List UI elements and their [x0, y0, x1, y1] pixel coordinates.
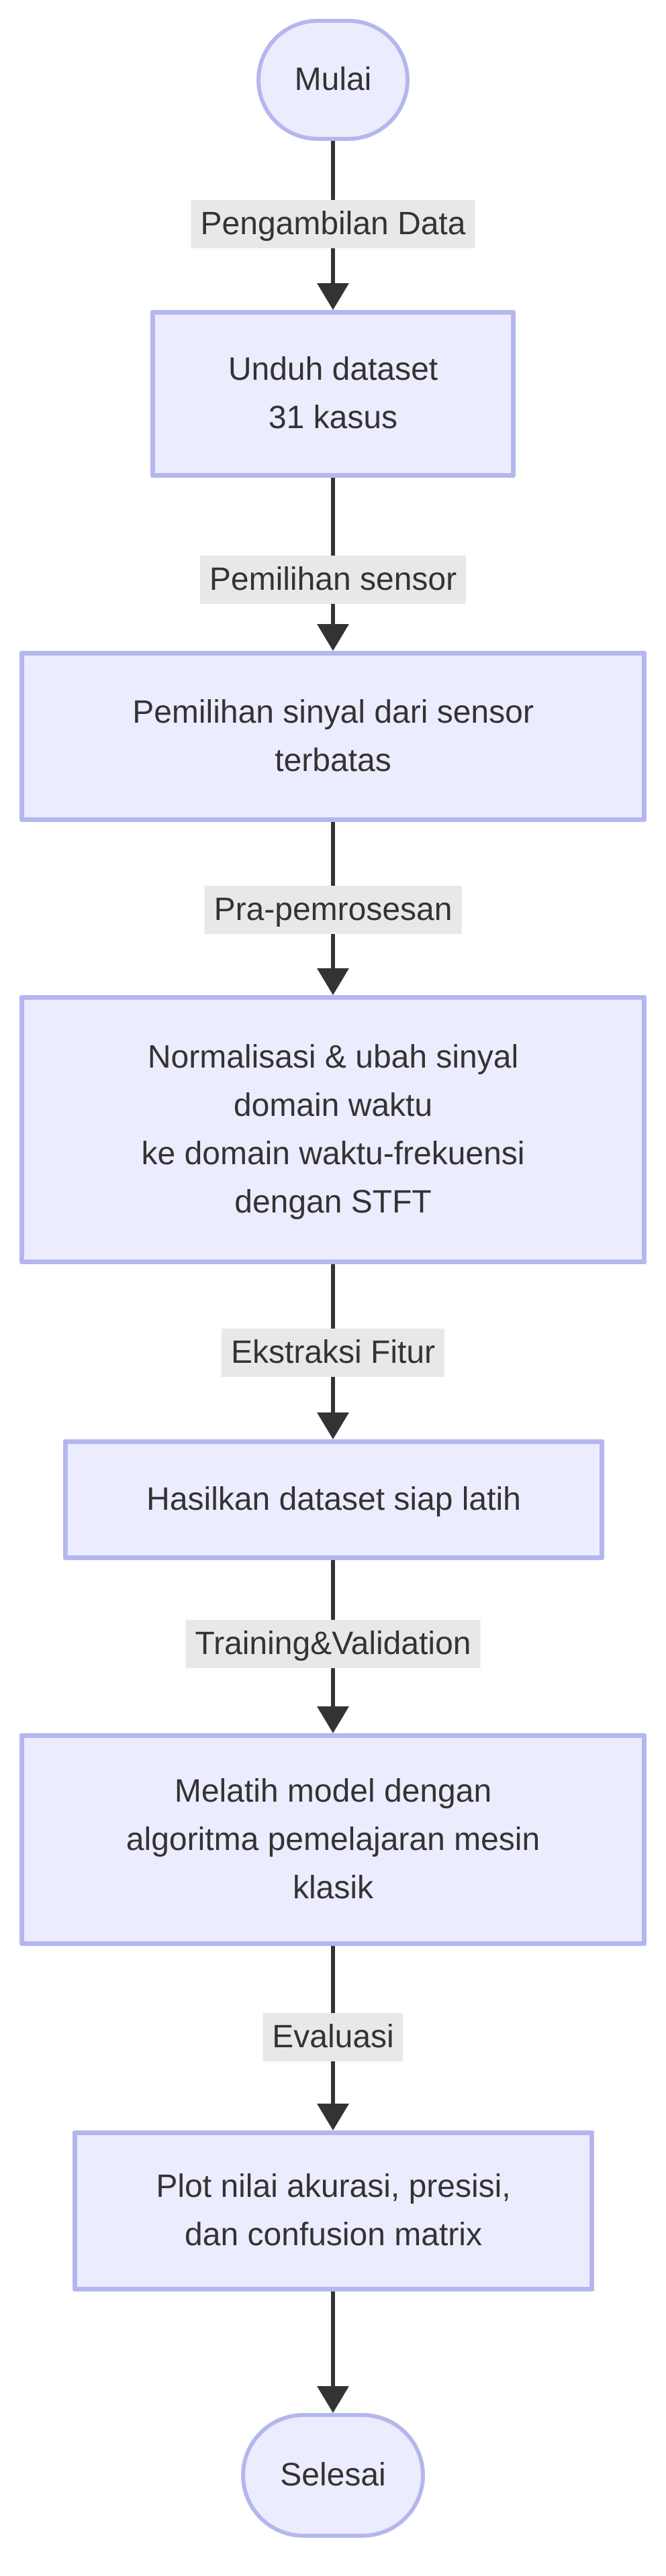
- edge-label: Training&Validation: [185, 1620, 481, 1668]
- edge-label: Pengambilan Data: [191, 200, 475, 248]
- arrow-head-icon: [317, 1706, 349, 1733]
- node-label: Melatih model dengan algoritma pemelajar…: [126, 1773, 540, 1906]
- node-label: Plot nilai akurasi, presisi, dan confusi…: [156, 2169, 511, 2253]
- arrow-head-icon: [317, 968, 349, 995]
- node-start-mulai: Mulai: [256, 19, 410, 141]
- arrow-line: [331, 2291, 335, 2389]
- node-dataset-siap-latih: Hasilkan dataset siap latih: [63, 1439, 604, 1560]
- node-label: Unduh dataset 31 kasus: [228, 352, 438, 435]
- node-pemilihan-sinyal: Pemilihan sinyal dari sensor terbatas: [19, 651, 647, 822]
- edge-label: Ekstraksi Fitur: [221, 1329, 445, 1377]
- node-label: Mulai: [294, 62, 372, 97]
- node-label: Hasilkan dataset siap latih: [146, 1482, 521, 1517]
- node-end-selesai: Selesai: [241, 2413, 425, 2538]
- edge-label: Evaluasi: [263, 2013, 403, 2061]
- arrow-head-icon: [317, 1412, 349, 1439]
- arrow-head-icon: [317, 2386, 349, 2413]
- arrow-head-icon: [317, 624, 349, 651]
- node-plot-evaluasi: Plot nilai akurasi, presisi, dan confusi…: [73, 2130, 594, 2291]
- node-melatih-model: Melatih model dengan algoritma pemelajar…: [19, 1733, 647, 1946]
- arrow-head-icon: [317, 2104, 349, 2130]
- node-label: Pemilihan sinyal dari sensor terbatas: [132, 694, 534, 778]
- node-label: Normalisasi & ubah sinyal domain waktu k…: [141, 1039, 525, 1220]
- edge-label: Pra-pemrosesan: [204, 886, 462, 934]
- node-normalisasi-stft: Normalisasi & ubah sinyal domain waktu k…: [19, 995, 647, 1264]
- edge-label: Pemilihan sensor: [199, 556, 467, 604]
- node-unduh-dataset: Unduh dataset 31 kasus: [150, 310, 516, 478]
- node-label: Selesai: [280, 2457, 386, 2493]
- arrow-line: [331, 478, 335, 627]
- arrow-head-icon: [317, 283, 349, 310]
